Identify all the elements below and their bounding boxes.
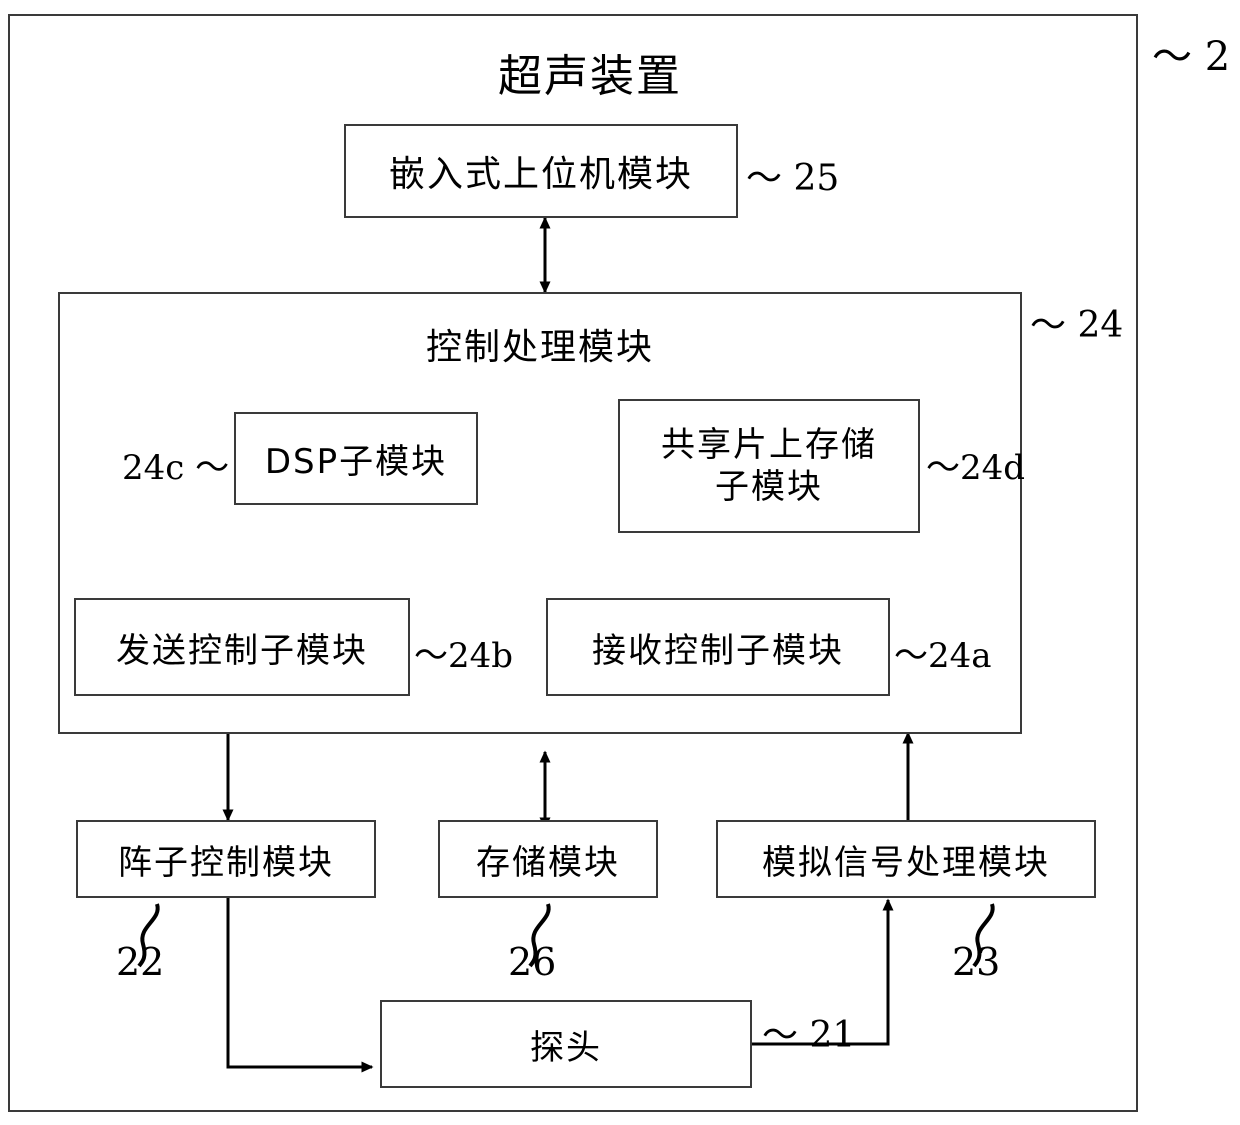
ref-label-24: ～ 24 bbox=[1030, 305, 1124, 346]
box-storage-module[interactable]: 存储模块 bbox=[438, 820, 658, 898]
box-array-element-control-module[interactable]: 阵子控制模块 bbox=[76, 820, 376, 898]
box-dsp-submodule[interactable]: DSP子模块 bbox=[234, 412, 478, 505]
ref-label-22: 22 bbox=[116, 940, 165, 984]
ref-label-25: ～ 25 bbox=[746, 158, 840, 199]
box-embedded-host-module[interactable]: 嵌入式上位机模块 bbox=[344, 124, 738, 218]
ref-label-24a: ～24a bbox=[894, 636, 992, 676]
box-transmit-control-submodule[interactable]: 发送控制子模块 bbox=[74, 598, 410, 696]
figure-title: 超声装置 bbox=[498, 51, 682, 102]
outer-device-ref-label: ～ 2 bbox=[1152, 34, 1231, 80]
ref-label-23: 23 bbox=[952, 940, 1001, 984]
outer-device-boundary bbox=[8, 14, 1138, 1112]
ref-label-24c: 24c ～ bbox=[122, 448, 230, 488]
box-receive-control-submodule[interactable]: 接收控制子模块 bbox=[546, 598, 890, 696]
ref-label-24b: ～24b bbox=[414, 636, 514, 676]
box-control-processing-label: 控制处理模块 bbox=[425, 327, 654, 368]
ref-label-26: 26 bbox=[508, 940, 557, 984]
box-shared-onchip-storage-submodule[interactable]: 共享片上存储 子模块 bbox=[618, 399, 920, 533]
box-probe[interactable]: 探头 bbox=[380, 1000, 752, 1088]
shared-storage-label-line2: 子模块 bbox=[715, 467, 823, 507]
ref-label-21: ～ 21 bbox=[762, 1015, 856, 1056]
ref-label-24d: ～24d bbox=[926, 448, 1026, 488]
box-analog-signal-processing-module[interactable]: 模拟信号处理模块 bbox=[716, 820, 1096, 898]
shared-storage-label-line1: 共享片上存储 bbox=[661, 424, 877, 465]
